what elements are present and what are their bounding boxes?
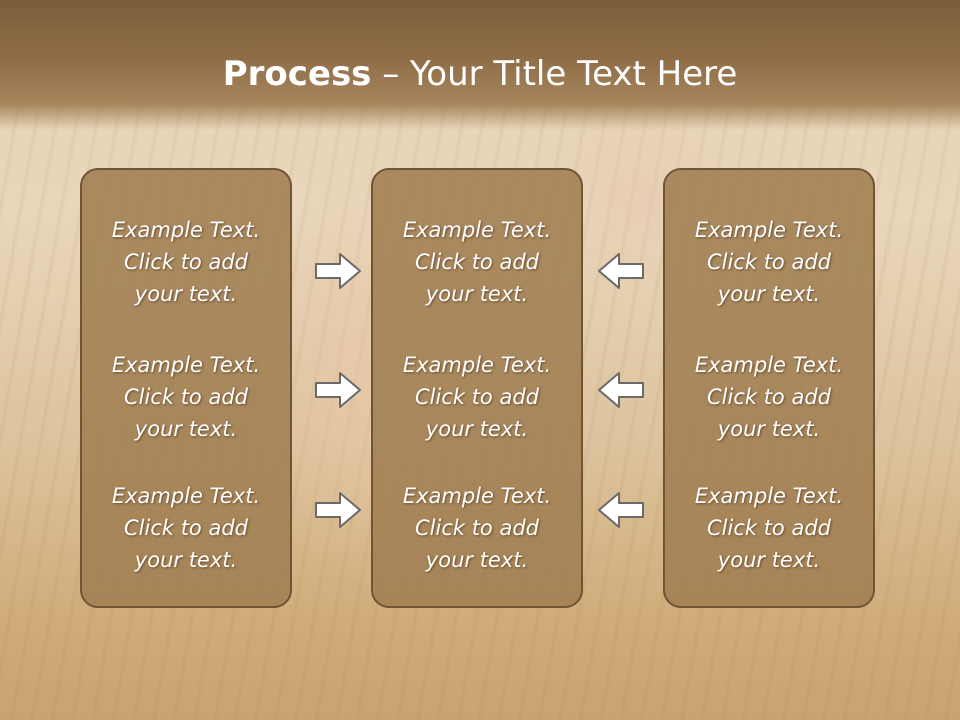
item-line: Example Text. [111, 353, 261, 377]
item-line: Click to add [123, 250, 248, 274]
left-box-item-2[interactable]: Example Text. Click to add your text. [82, 349, 290, 445]
item-line: Click to add [706, 516, 831, 540]
arrow-right-icon [315, 253, 361, 289]
right-box-item-2[interactable]: Example Text. Click to add your text. [665, 349, 873, 445]
item-line: Click to add [414, 516, 539, 540]
title-bold-text: Process [222, 54, 372, 94]
item-line: your text. [425, 548, 529, 572]
right-box-item-3[interactable]: Example Text. Click to add your text. [665, 480, 873, 576]
item-line: Example Text. [694, 218, 844, 242]
item-line: Example Text. [694, 353, 844, 377]
item-line: your text. [134, 282, 238, 306]
center-box-item-3[interactable]: Example Text. Click to add your text. [373, 480, 581, 576]
slide-title[interactable]: Process – Your Title Text Here [0, 52, 960, 96]
item-line: your text. [717, 417, 821, 441]
right-text-box[interactable]: Example Text. Click to add your text. Ex… [663, 168, 875, 608]
left-box-item-1[interactable]: Example Text. Click to add your text. [82, 214, 290, 310]
right-box-item-1[interactable]: Example Text. Click to add your text. [665, 214, 873, 310]
arrow-right-icon [315, 492, 361, 528]
arrow-right-icon [315, 372, 361, 408]
left-text-box[interactable]: Example Text. Click to add your text. Ex… [80, 168, 292, 608]
item-line: Click to add [706, 250, 831, 274]
item-line: Click to add [123, 516, 248, 540]
item-line: Example Text. [402, 353, 552, 377]
center-text-box[interactable]: Example Text. Click to add your text. Ex… [371, 168, 583, 608]
item-line: your text. [425, 417, 529, 441]
center-box-item-1[interactable]: Example Text. Click to add your text. [373, 214, 581, 310]
item-line: Click to add [123, 385, 248, 409]
item-line: your text. [134, 548, 238, 572]
item-line: Click to add [706, 385, 831, 409]
arrow-left-icon [598, 253, 644, 289]
item-line: Example Text. [694, 484, 844, 508]
item-line: Click to add [414, 250, 539, 274]
title-rest-text: – Your Title Text Here [371, 54, 738, 94]
item-line: Example Text. [111, 484, 261, 508]
item-line: your text. [717, 548, 821, 572]
item-line: Example Text. [402, 484, 552, 508]
arrow-left-icon [598, 372, 644, 408]
center-box-item-2[interactable]: Example Text. Click to add your text. [373, 349, 581, 445]
item-line: your text. [425, 282, 529, 306]
item-line: your text. [717, 282, 821, 306]
item-line: your text. [134, 417, 238, 441]
left-box-item-3[interactable]: Example Text. Click to add your text. [82, 480, 290, 576]
item-line: Example Text. [111, 218, 261, 242]
item-line: Click to add [414, 385, 539, 409]
arrow-left-icon [598, 492, 644, 528]
item-line: Example Text. [402, 218, 552, 242]
title-bar: Process – Your Title Text Here [0, 0, 960, 130]
